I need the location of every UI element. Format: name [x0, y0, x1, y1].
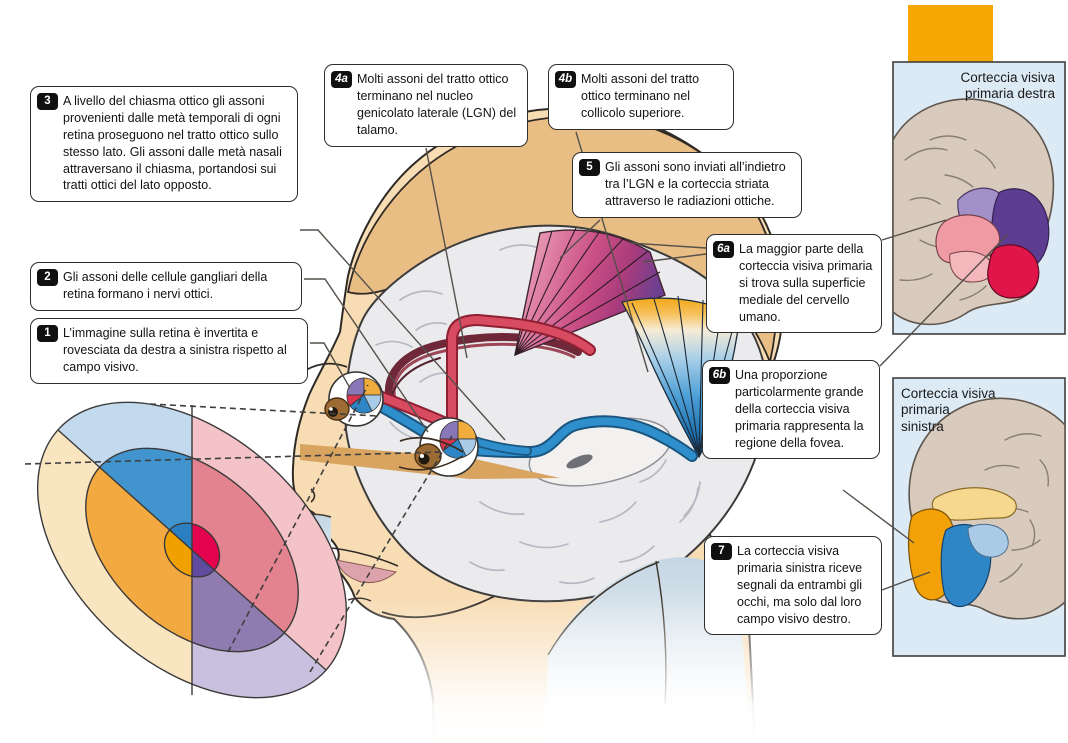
fovea-spot [164, 523, 220, 577]
panel-right-title: Corteccia visiva primaria destra [935, 70, 1055, 103]
right-eye-glint [420, 454, 424, 458]
leader-6b-up [879, 233, 1009, 367]
leader-1 [310, 342, 351, 389]
panel-left-visual-cortex [892, 377, 1066, 657]
callout-7-text: La corteccia visiva primaria sinistra ri… [737, 544, 863, 626]
callout-2-badge: 2 [37, 269, 58, 286]
callout-7: 7 La corteccia visiva primaria sinistra … [704, 536, 882, 636]
callout-4a: 4a Molti assoni del tratto ottico termin… [324, 64, 528, 147]
callout-5-text: Gli assoni sono inviati all’indietro tra… [605, 160, 786, 208]
callout-6b-badge: 6b [709, 367, 730, 384]
leader-5 [559, 219, 601, 259]
callout-4b: 4b Molti assoni del tratto ottico termin… [548, 64, 734, 130]
sight-lines [24, 384, 453, 673]
leader-4a [425, 147, 468, 359]
callout-6b-text: Una proporzione particolarmente grande d… [735, 368, 864, 450]
eyebrow [305, 362, 348, 371]
right-upper-eyelid [399, 436, 464, 453]
left-retina-pie [346, 377, 382, 414]
brain [344, 224, 769, 603]
visual-field-disc [36, 401, 348, 699]
callout-5: 5 Gli assoni sono inviati all’indietro t… [572, 152, 802, 218]
panel-left-title-line1: Corteccia visiva [901, 386, 996, 401]
callout-7-badge: 7 [711, 543, 732, 560]
callout-2: 2 Gli assoni delle cellule gangliari del… [30, 262, 302, 311]
lips [335, 559, 398, 583]
panel-left-title-line3: sinistra [901, 418, 944, 434]
callout-2-text: Gli assoni delle cellule gangliari della… [63, 270, 268, 301]
leader-6b-down [842, 489, 915, 544]
callout-1: 1 L’immagine sulla retina è invertita e … [30, 318, 308, 384]
cortex-lightblue [967, 524, 1009, 558]
leader-6a-left-1 [629, 242, 707, 249]
callout-1-text: L’immagine sulla retina è invertita e ro… [63, 326, 287, 374]
leader-6a-right [881, 219, 947, 241]
panel-left-title: Corteccia visiva primaria sinistra [901, 386, 1011, 435]
sight-line-upper-left [149, 403, 379, 417]
callout-6a: 6a La maggior parte della corteccia visi… [706, 234, 882, 334]
callout-6a-badge: 6a [713, 241, 734, 258]
callout-3-badge: 3 [37, 93, 58, 110]
callout-3: 3 A livello del chiasma ottico gli asson… [30, 86, 298, 203]
leader-6a-left-2 [642, 253, 707, 263]
leader-3 [300, 229, 506, 441]
panel-right-brain [892, 98, 1055, 326]
callout-1-badge: 1 [37, 325, 58, 342]
panel-left-title-line2: primaria [901, 402, 950, 418]
optic-radiations-medial-fan [514, 227, 666, 357]
sight-line-lower-right [309, 435, 453, 673]
callout-6b: 6b Una proporzione particolarmente grand… [702, 360, 880, 460]
left-eye-glint [329, 407, 333, 411]
mouth-line [331, 547, 399, 567]
panel-right-title-line2: primaria destra [964, 86, 1055, 102]
callout-6a-text: La maggior parte della corteccia visiva … [739, 242, 873, 324]
callout-5-badge: 5 [579, 159, 600, 176]
right-retina-pie [439, 420, 477, 459]
panel-left-brain [907, 397, 1066, 620]
panel-right-visual-cortex [892, 61, 1066, 335]
panel-right-title-line1: Corteccia visiva [960, 70, 1055, 85]
sight-line-lower-left [227, 384, 369, 653]
callout-4b-text: Molti assoni del tratto ottico terminano… [581, 72, 700, 120]
callout-4a-badge: 4a [331, 71, 352, 88]
right-lower-eyelid [398, 455, 464, 471]
cortex-crimson [987, 244, 1040, 299]
callout-4a-text: Molti assoni del tratto ottico terminano… [357, 72, 517, 137]
right-pupil [418, 453, 430, 465]
callout-4b-badge: 4b [555, 71, 576, 88]
orange-tab [908, 5, 993, 62]
blue-tract-right-eye [470, 437, 531, 455]
leader-2 [304, 278, 429, 433]
leader-7 [881, 571, 931, 591]
callout-3-text: A livello del chiasma ottico gli assoni … [63, 94, 282, 193]
